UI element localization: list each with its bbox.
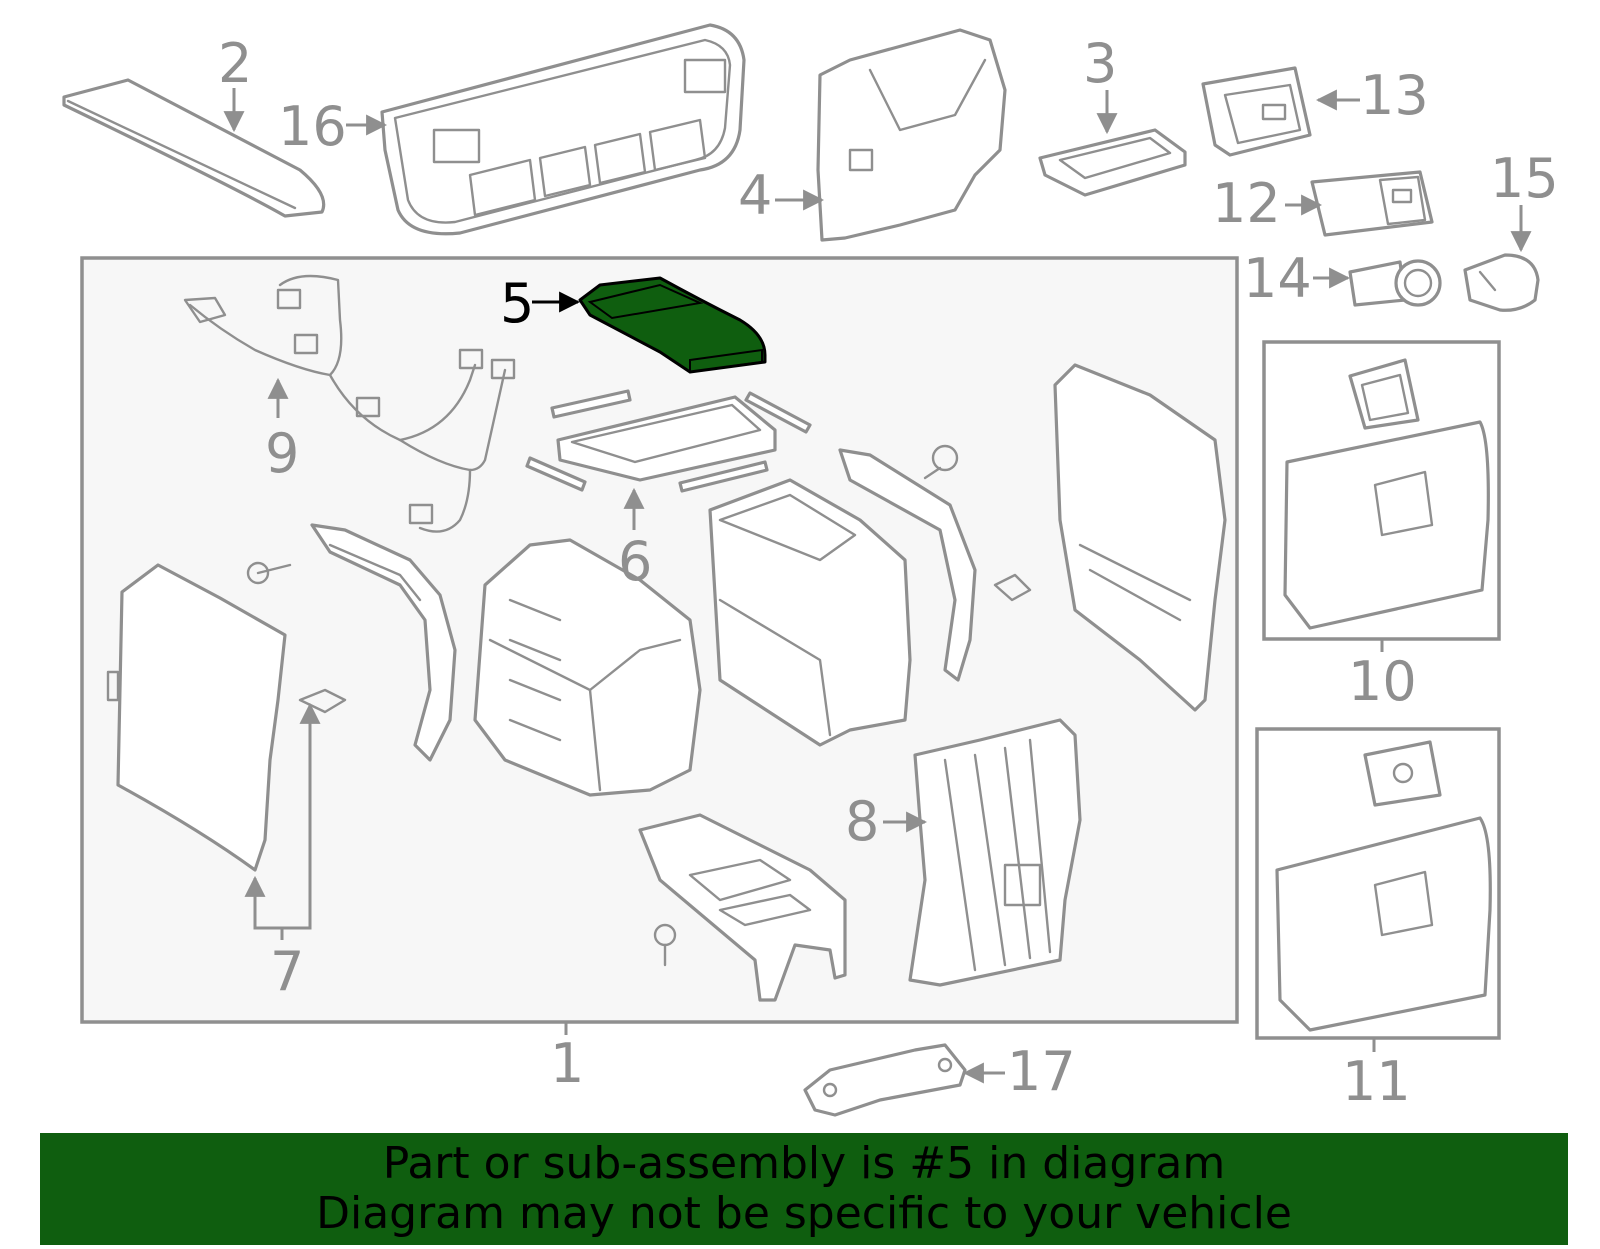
- part-11-lower-panel: [1275, 740, 1492, 1032]
- callout-6: 6: [618, 530, 652, 593]
- console-rear-panel: [993, 363, 1227, 712]
- callout-13: 13: [1360, 64, 1429, 127]
- callout-11: 11: [1342, 1050, 1411, 1113]
- console-inner-trim: [310, 523, 457, 762]
- callout-14: 14: [1243, 247, 1312, 310]
- callout-17: 17: [1007, 1040, 1076, 1103]
- callout-3: 3: [1083, 32, 1117, 95]
- console-box-body: [473, 538, 702, 797]
- leader-7b: [282, 702, 321, 930]
- callout-7: 7: [270, 940, 304, 1003]
- console-bin: [708, 478, 912, 747]
- part-17-bracket: [803, 1043, 967, 1117]
- part-16-control-panel: [380, 23, 746, 236]
- part-5-console-lid: [578, 276, 767, 374]
- callout-12: 12: [1212, 172, 1281, 235]
- info-banner: Part or sub-assembly is #5 in diagram Di…: [40, 1133, 1568, 1245]
- console-base-bracket: [638, 813, 847, 1002]
- part-8-rear-vent-panel: [908, 718, 1082, 987]
- callout-10: 10: [1348, 650, 1417, 713]
- part-3-tray-insert: [1038, 128, 1187, 197]
- callout-5: 5: [500, 272, 534, 335]
- part-15-socket-cap: [1463, 253, 1540, 312]
- banner-line-part: Part or sub-assembly is #5 in diagram: [382, 1138, 1226, 1189]
- part-4-console-bracket: [816, 28, 1007, 242]
- callout-1: 1: [550, 1032, 584, 1095]
- banner-line-disclaimer: Diagram may not be specific to your vehi…: [316, 1188, 1292, 1239]
- callout-9: 9: [265, 422, 299, 485]
- callout-4: 4: [738, 164, 772, 227]
- part-7-side-panel: [106, 561, 347, 872]
- part-14-power-socket: [1348, 259, 1442, 307]
- part-2-armrest-pad: [62, 78, 326, 218]
- callout-2: 2: [218, 32, 252, 95]
- leader-7: [244, 875, 284, 940]
- part-12-usb-port: [1310, 170, 1434, 237]
- part-9-wire-harness: [183, 274, 516, 533]
- console-side-rail: [838, 444, 977, 682]
- part-6-tray: [525, 389, 812, 493]
- part-13-switch-module: [1201, 66, 1312, 157]
- callout-15: 15: [1490, 147, 1559, 210]
- part-10-lower-panel: [1283, 358, 1490, 630]
- callout-16: 16: [278, 95, 347, 158]
- callout-8: 8: [845, 790, 879, 853]
